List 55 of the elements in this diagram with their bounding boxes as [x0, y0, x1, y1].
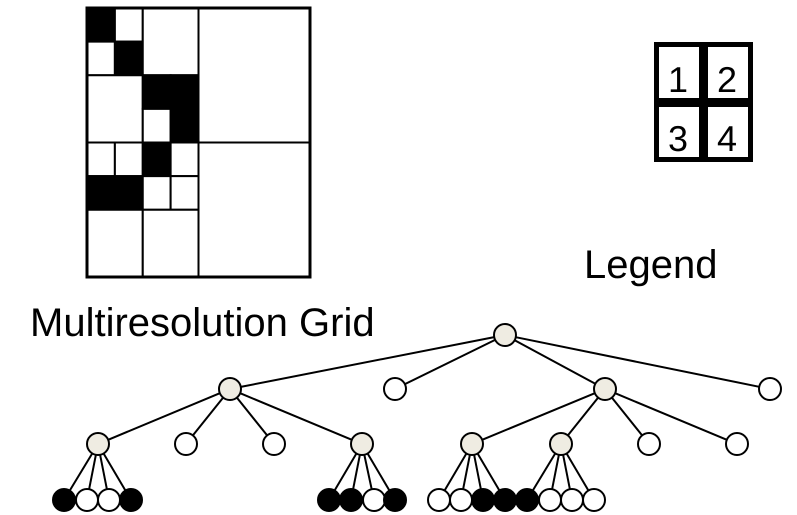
internal-tree-node — [350, 432, 374, 456]
tree-edge — [551, 454, 560, 490]
tree-edge — [614, 392, 728, 441]
empty-tree-node — [174, 432, 198, 456]
empty-tree-node — [262, 432, 286, 456]
tree-edge — [567, 396, 599, 436]
tree-edge — [334, 452, 358, 492]
tree-edge — [562, 454, 571, 490]
filled-tree-node — [52, 488, 76, 512]
internal-tree-node — [549, 432, 573, 456]
tree-edge — [108, 392, 220, 441]
tree-edge — [516, 336, 760, 388]
quadrant-number: 1 — [668, 60, 688, 100]
quadrant-number: 4 — [717, 119, 738, 159]
tree-edge — [192, 396, 224, 436]
tree-edge — [102, 452, 126, 492]
tree-edge — [366, 452, 390, 492]
internal-tree-node — [218, 377, 242, 401]
tree-edge — [236, 396, 268, 436]
quadrant-number: 2 — [717, 60, 738, 100]
empty-tree-node — [383, 377, 407, 401]
tree-edge — [514, 339, 596, 385]
tree-edge — [404, 338, 496, 386]
tree-edge — [462, 454, 471, 490]
tree-edge — [532, 452, 556, 492]
filled-tree-node — [119, 488, 143, 512]
tree-edge — [352, 454, 361, 490]
internal-tree-node — [593, 377, 617, 401]
filled-tree-node — [515, 488, 539, 512]
tree-edge — [363, 454, 373, 490]
filled-tree-node — [383, 488, 407, 512]
filled-tree-node — [471, 488, 495, 512]
empty-tree-node — [725, 432, 749, 456]
filled-tree-node — [339, 488, 363, 512]
filled-tree-node — [493, 488, 517, 512]
filled-tree-node — [317, 488, 341, 512]
grid-caption: Multiresolution Grid — [30, 300, 375, 346]
tree-edge — [482, 392, 596, 441]
empty-tree-node — [758, 377, 782, 401]
tree-edge — [566, 452, 590, 492]
legend-caption: Legend — [584, 242, 718, 288]
internal-tree-node — [86, 432, 110, 456]
tree-edge — [473, 454, 482, 490]
tree-edge — [88, 454, 97, 490]
tree-edge — [444, 452, 468, 492]
tree-edge — [240, 392, 352, 441]
tree-edge — [240, 336, 494, 388]
tree-edge — [611, 396, 643, 436]
tree-edge — [476, 452, 500, 492]
tree-edge — [99, 454, 108, 490]
internal-tree-node — [460, 432, 484, 456]
internal-tree-node — [493, 323, 517, 347]
tree-edge — [68, 452, 94, 492]
empty-tree-node — [637, 432, 661, 456]
quadrant-number: 3 — [668, 119, 688, 159]
